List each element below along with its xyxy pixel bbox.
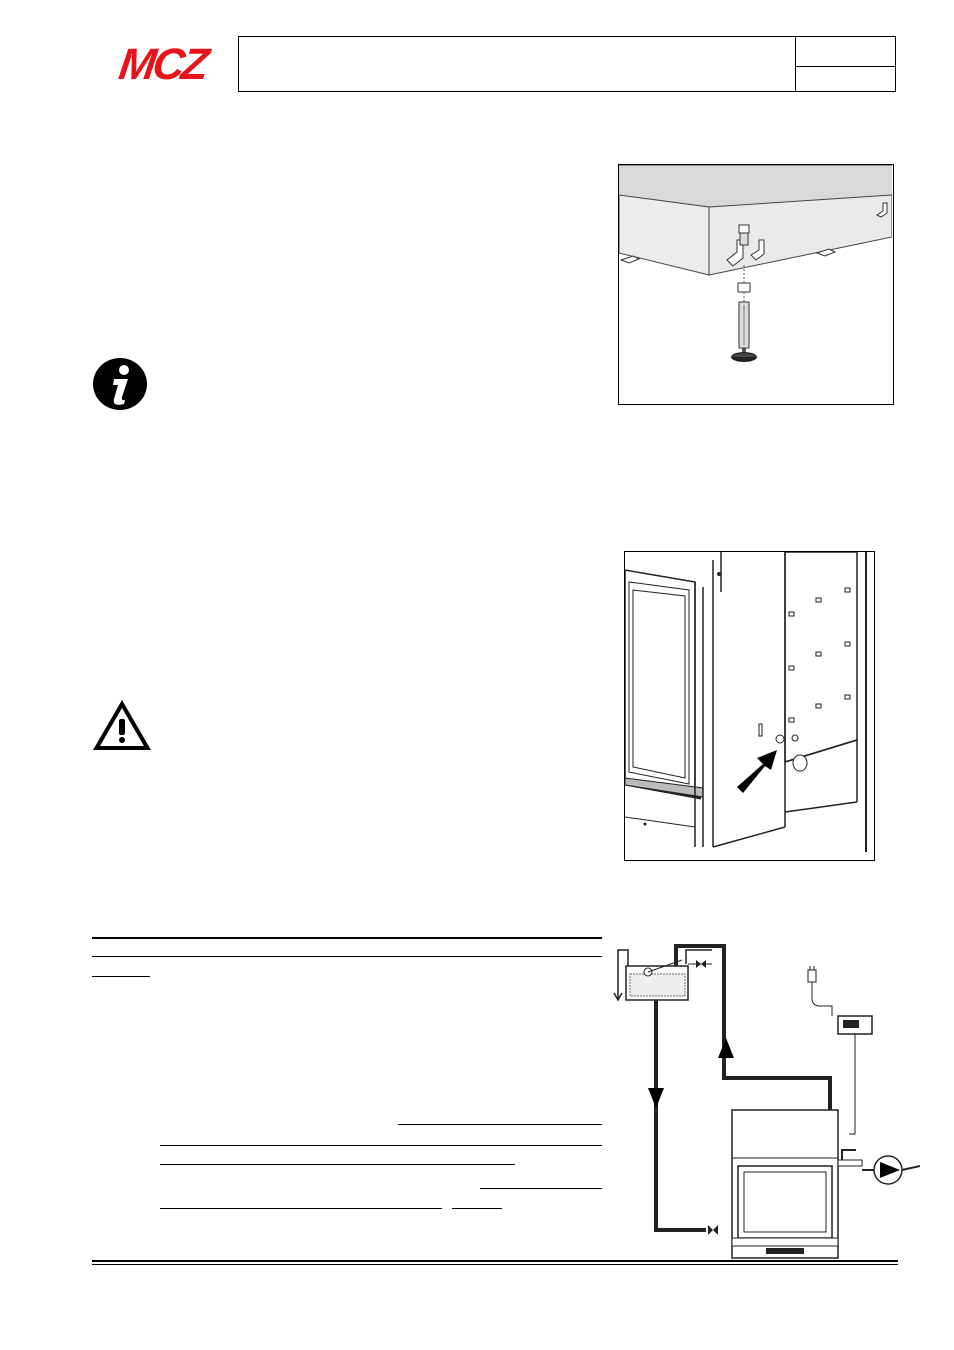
rule-7 xyxy=(480,1188,602,1189)
footer-rule-thin xyxy=(92,1264,898,1265)
rule-5 xyxy=(160,1145,602,1146)
insert-side-figure xyxy=(624,551,875,861)
footer-rule xyxy=(92,1260,898,1262)
rule-2 xyxy=(92,956,602,957)
adjustable-foot-figure xyxy=(618,164,894,405)
hydraulic-schematic-figure xyxy=(600,938,921,1264)
rule-1 xyxy=(92,937,602,939)
header-title-box xyxy=(238,36,896,92)
rule-4 xyxy=(398,1124,602,1125)
rule-3 xyxy=(92,976,150,977)
mcz-logo: MCZ xyxy=(90,40,235,90)
insert-side-drawing xyxy=(624,551,867,852)
info-icon xyxy=(92,357,148,411)
warning-triangle-icon xyxy=(90,697,154,753)
logo-text: MCZ xyxy=(115,40,210,89)
header-page-cell xyxy=(795,66,896,92)
hydraulic-schematic-drawing xyxy=(613,944,921,1259)
rule-8 xyxy=(160,1208,442,1209)
header-code-cell xyxy=(795,36,896,67)
adjustable-foot-drawing xyxy=(618,164,893,362)
rule-6 xyxy=(160,1164,515,1165)
rule-9 xyxy=(452,1208,502,1209)
